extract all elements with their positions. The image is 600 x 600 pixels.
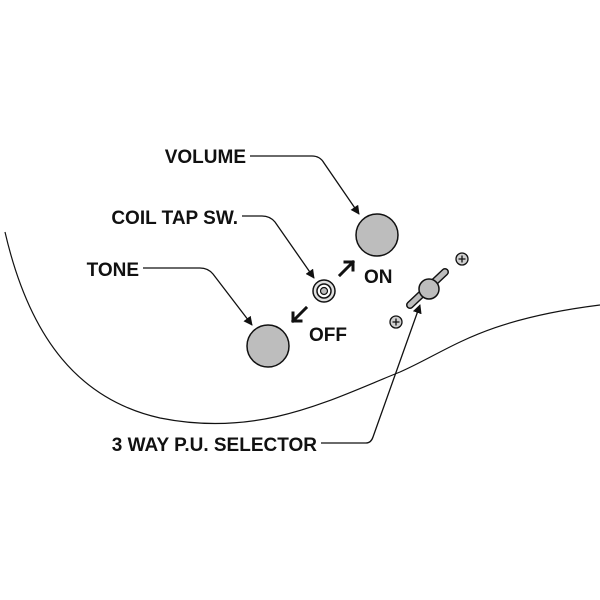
off-label: OFF (309, 325, 347, 346)
pickup-selector-switch (406, 268, 449, 309)
coil-tap-switch (312, 279, 336, 303)
screw-icon-bottom (389, 315, 403, 329)
tone-leader-line (143, 267, 253, 326)
volume-label: VOLUME (165, 147, 246, 168)
on-arrow-icon (337, 259, 356, 278)
volume-leader-line (250, 155, 360, 215)
pickup-selector-label: 3 WAY P.U. SELECTOR (112, 435, 317, 456)
screw-icon-top (455, 252, 469, 266)
on-label: ON (364, 267, 393, 288)
tone-label: TONE (87, 260, 139, 281)
volume-knob (355, 213, 399, 257)
selector-leader-line (321, 304, 422, 444)
coil-tap-leader-line (242, 215, 315, 279)
coil-tap-label: COIL TAP SW. (111, 208, 238, 229)
guitar-body-outline (4, 231, 600, 425)
tone-knob (246, 324, 290, 368)
off-arrow-icon (290, 305, 309, 324)
